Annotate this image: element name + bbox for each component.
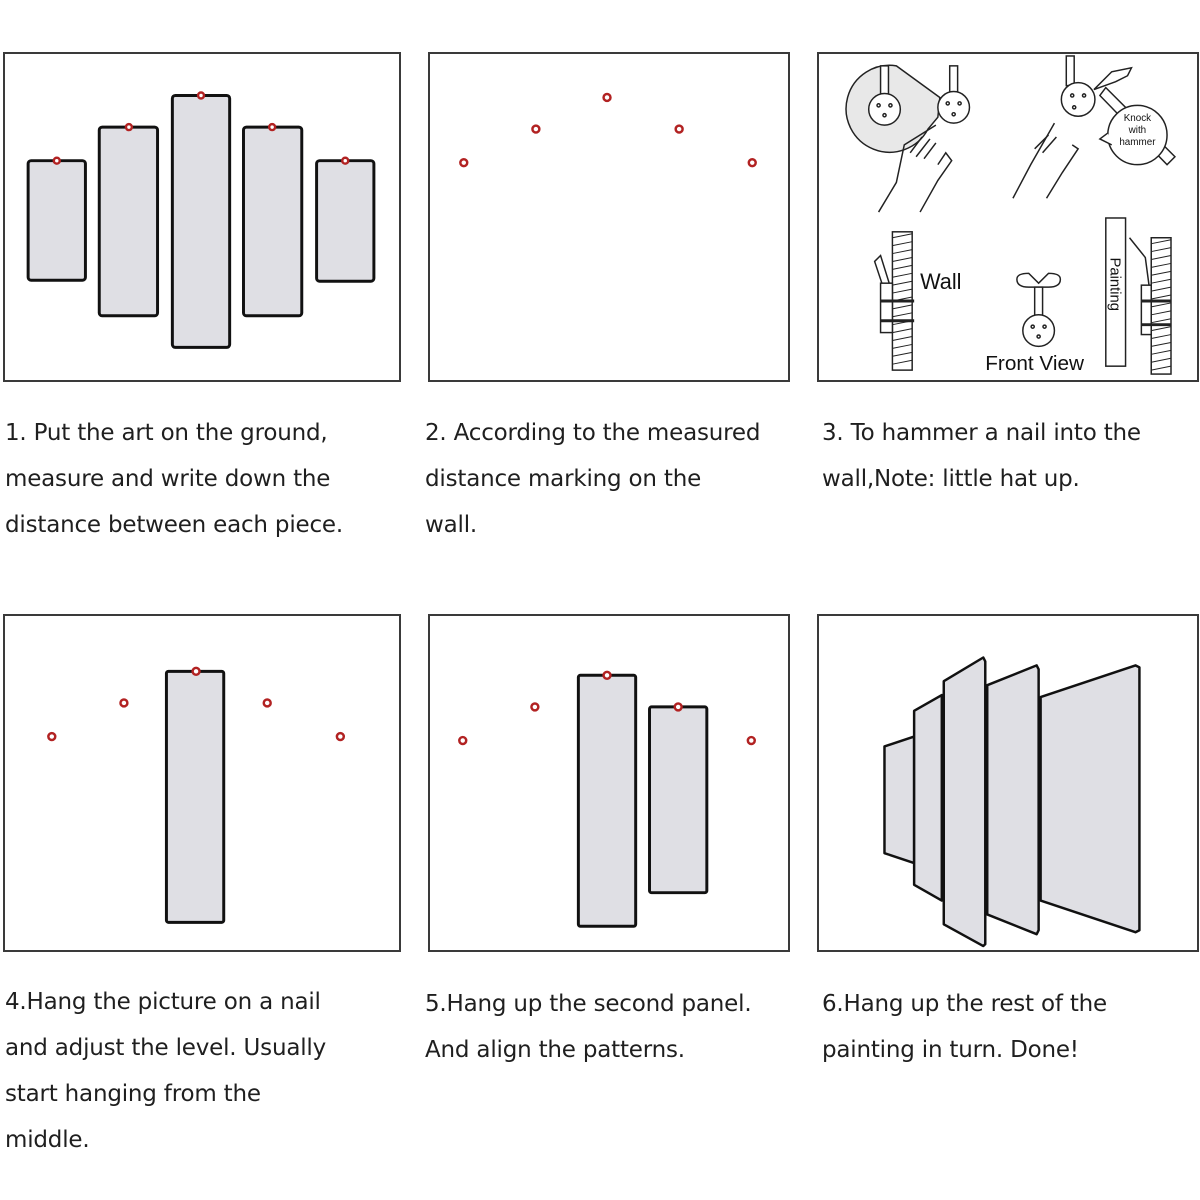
wall-mark <box>47 731 57 742</box>
caption-line: distance between each piece. <box>5 512 343 538</box>
caption-line: and adjust the level. Usually <box>5 1035 327 1061</box>
caption-line: 1. Put the art on the ground, <box>5 420 328 446</box>
wall-label: Wall <box>920 269 961 294</box>
step-4-illustration <box>3 614 401 952</box>
wall-mark <box>531 124 541 134</box>
hook-marker <box>341 156 350 165</box>
wall-marks-drawing <box>459 92 757 168</box>
hook-marker <box>267 122 277 132</box>
wall-mark <box>530 702 540 712</box>
hook-marker <box>191 666 201 677</box>
hook-marker <box>196 91 206 100</box>
hand-holding-icon <box>1012 122 1080 199</box>
wall-mark <box>747 157 757 168</box>
perspective-canvas-1 <box>883 735 916 865</box>
step-2-illustration <box>428 52 790 382</box>
step-6-illustration <box>817 614 1199 952</box>
first-panel-hung-drawing <box>47 666 346 924</box>
wall-mark <box>458 735 468 746</box>
canvas-pieces <box>26 94 376 349</box>
wall-mark <box>459 157 469 168</box>
step-4-caption: 4.Hang the picture on a nail and adjust … <box>5 979 326 1163</box>
step-1-caption: 1. Put the art on the ground, measure an… <box>5 410 343 548</box>
second-panel-hung-drawing <box>458 670 756 928</box>
perspective-canvas-2 <box>912 693 944 902</box>
second-canvas <box>648 705 709 895</box>
canvas-piece-1 <box>26 159 87 282</box>
caption-line: 5.Hang up the second panel. <box>425 991 752 1017</box>
canvas-piece-2 <box>97 125 160 318</box>
finished-painting-perspective-drawing <box>883 656 1141 948</box>
front-view-label: Front View <box>985 352 1085 375</box>
canvas-piece-4 <box>242 125 304 318</box>
caption-line: 2. According to the measured <box>425 420 761 446</box>
step-3-caption: 3. To hammer a nail into the wall,Note: … <box>822 410 1141 502</box>
wall-mark <box>119 698 129 708</box>
caption-line: wall,Note: little hat up. <box>822 466 1080 492</box>
caption-line: 3. To hammer a nail into the <box>822 420 1141 446</box>
perspective-canvas-5 <box>1039 664 1141 934</box>
hook-front-view-icon <box>1016 272 1062 348</box>
step-6-caption: 6.Hang up the rest of the painting in tu… <box>822 981 1107 1073</box>
step-5-caption: 5.Hang up the second panel. And align th… <box>425 981 752 1073</box>
caption-line: 4.Hang the picture on a nail <box>5 989 321 1015</box>
art-layout-drawing <box>26 91 376 349</box>
hook-icon <box>937 65 971 124</box>
canvas-piece-5 <box>315 159 376 283</box>
hook-marker <box>602 670 612 680</box>
perspective-canvas-3 <box>942 656 987 948</box>
step-5-illustration <box>428 614 790 952</box>
painting-on-hook-icon: Painting <box>1105 217 1172 375</box>
center-canvas <box>576 673 638 928</box>
center-canvas <box>164 669 226 924</box>
caption-line: painting in turn. Done! <box>822 1037 1079 1063</box>
hand-pressing-icon <box>877 124 953 213</box>
perspective-canvas-4 <box>986 664 1040 936</box>
wall-mark <box>335 731 346 742</box>
hook-marker <box>124 122 134 132</box>
caption-line: 6.Hang up the rest of the <box>822 991 1108 1017</box>
caption-line: And align the patterns. <box>425 1037 685 1063</box>
canvas-piece-3 <box>170 94 232 349</box>
hook-marker <box>52 156 61 165</box>
wall-mark <box>674 124 684 134</box>
wall-side-view-icon <box>873 231 915 371</box>
step-1-illustration <box>3 52 401 382</box>
wall-mark <box>746 735 756 746</box>
caption-line: wall. <box>425 512 477 538</box>
caption-line: start hanging from the <box>5 1081 261 1107</box>
wall-mark <box>262 698 272 708</box>
hook-marker <box>673 702 683 712</box>
painting-label: Painting <box>1107 258 1123 311</box>
caption-line: measure and write down the <box>5 466 331 492</box>
step-2-caption: 2. According to the measured distance ma… <box>425 410 760 548</box>
caption-line: middle. <box>5 1127 90 1153</box>
wall-mark <box>602 92 612 103</box>
hook-icon <box>1060 55 1096 117</box>
hook-zoom-bubble-icon <box>845 64 941 153</box>
caption-line: distance marking on the <box>425 466 702 492</box>
